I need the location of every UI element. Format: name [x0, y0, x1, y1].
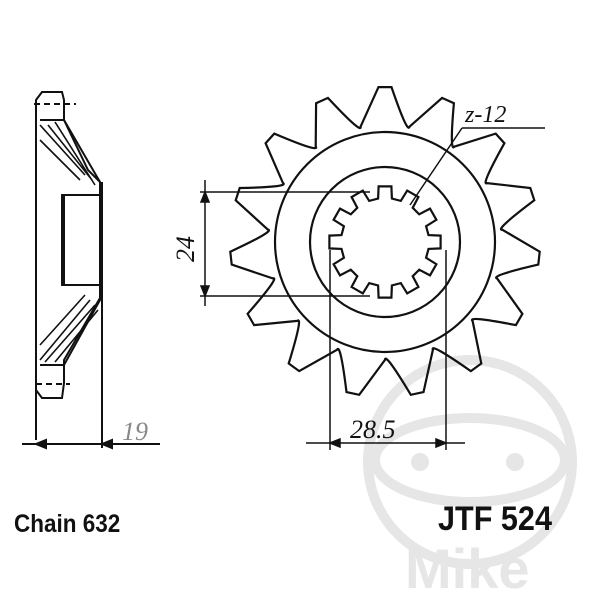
teeth-leader [409, 127, 545, 206]
sprocket-outline [229, 86, 541, 397]
chain-label: Chain 632 [14, 510, 121, 538]
teeth-count-label: z-12 [464, 102, 506, 128]
hub-circle [308, 165, 462, 319]
watermark-logo [363, 355, 577, 569]
sprocket-front-view [229, 86, 541, 397]
spline-bore [328, 185, 442, 299]
part-number: JTF 524 [438, 500, 552, 538]
pitch-circle [273, 130, 497, 354]
watermark-text: Mike [405, 537, 530, 600]
side-view [22, 91, 160, 450]
dim-spline: 28.5 [350, 415, 396, 444]
dim-24-lines [199, 180, 370, 306]
dim-width: 19 [122, 417, 148, 446]
dim-28-lines [306, 250, 465, 450]
dim-inner-diameter: 24 [171, 236, 200, 262]
